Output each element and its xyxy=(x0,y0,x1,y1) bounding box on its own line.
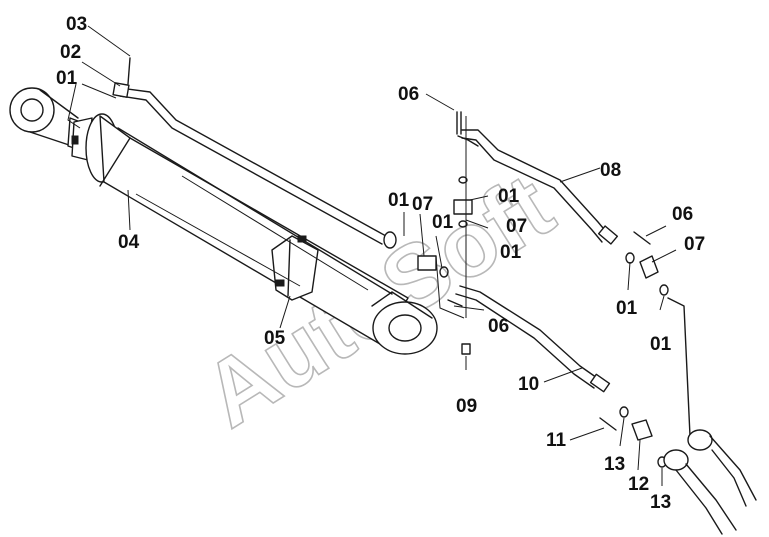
small-bolts xyxy=(447,231,651,431)
lower-right-pipes xyxy=(663,429,757,535)
label-13: 13 xyxy=(650,492,671,513)
hose-08 xyxy=(461,129,691,437)
label-10: 10 xyxy=(518,374,539,395)
label-01: 01 xyxy=(388,190,410,211)
upper-tube xyxy=(112,57,387,245)
label-06: 06 xyxy=(398,84,419,105)
label-05: 05 xyxy=(264,328,286,349)
label-01: 01 xyxy=(432,212,454,233)
label-11: 11 xyxy=(546,430,567,451)
part-labels: 03 02 01 04 05 06 08 01 07 01 01 07 01 0… xyxy=(56,14,705,513)
label-01: 01 xyxy=(616,298,638,319)
label-07: 07 xyxy=(506,216,527,237)
label-02: 02 xyxy=(60,42,81,63)
label-01: 01 xyxy=(56,68,78,89)
label-13: 13 xyxy=(604,454,625,475)
label-01: 01 xyxy=(650,334,672,355)
label-01: 01 xyxy=(498,186,520,207)
label-01: 01 xyxy=(500,242,522,263)
label-08: 08 xyxy=(600,160,621,181)
label-07: 07 xyxy=(412,194,433,215)
label-03: 03 xyxy=(66,14,87,35)
label-06: 06 xyxy=(488,316,509,337)
label-06: 06 xyxy=(672,204,693,225)
hydraulic-cylinder xyxy=(9,87,438,355)
label-07: 07 xyxy=(684,234,705,255)
label-09: 09 xyxy=(456,396,477,417)
label-12: 12 xyxy=(628,474,649,495)
label-04: 04 xyxy=(118,232,140,253)
leader-lines xyxy=(67,25,677,486)
center-fittings xyxy=(383,111,479,278)
